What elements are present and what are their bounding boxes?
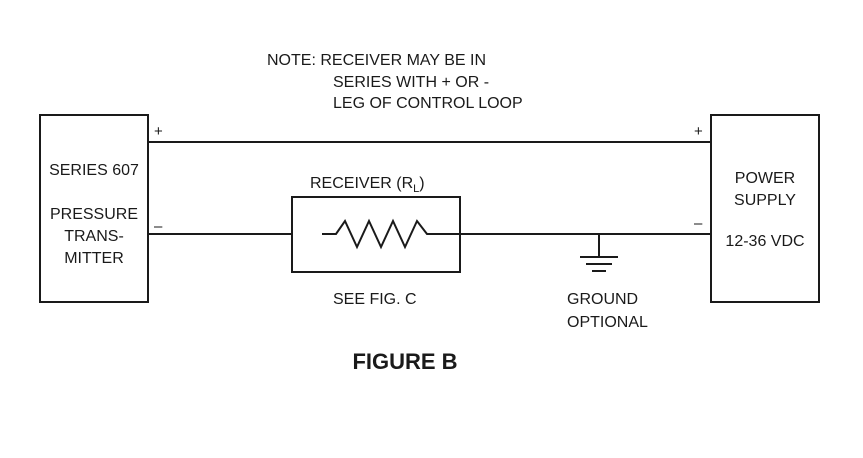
- resistor-symbol: [322, 218, 438, 250]
- note-line-3: LEG OF CONTROL LOOP: [333, 95, 523, 112]
- power-supply-label-power: POWER: [735, 170, 795, 187]
- power-supply-minus-sign: –: [694, 215, 703, 232]
- ground-label-optional: OPTIONAL: [567, 314, 648, 331]
- note-line-1: NOTE: RECEIVER MAY BE IN: [267, 52, 486, 69]
- power-supply-box: [710, 114, 820, 303]
- power-supply-label-supply: SUPPLY: [734, 192, 796, 209]
- transmitter-label-trans: TRANS-: [64, 228, 124, 245]
- receiver-caption: SEE FIG. C: [333, 291, 417, 308]
- transmitter-label-mitter: MITTER: [64, 250, 124, 267]
- transmitter-label-series: SERIES 607: [49, 162, 139, 179]
- ground-label-ground: GROUND: [567, 291, 638, 308]
- power-supply-plus-sign: +: [694, 123, 703, 140]
- figure-title: FIGURE B: [352, 349, 457, 374]
- transmitter-label-pressure: PRESSURE: [50, 206, 138, 223]
- power-supply-label-voltage: 12-36 VDC: [725, 233, 804, 250]
- receiver-label: RECEIVER (RL): [310, 175, 425, 195]
- note-line-2: SERIES WITH + OR -: [333, 74, 489, 91]
- transmitter-box: [39, 114, 149, 303]
- transmitter-plus-sign: +: [154, 123, 163, 140]
- transmitter-minus-sign: –: [154, 218, 163, 235]
- ground-icon: [580, 234, 618, 272]
